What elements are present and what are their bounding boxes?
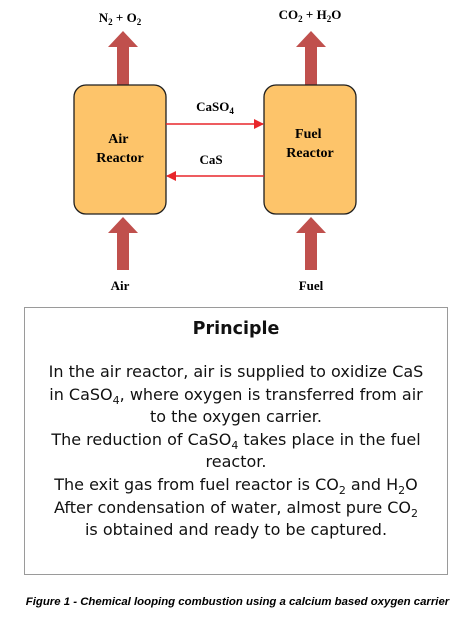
fuel-reactor-exhaust-arrow <box>296 31 326 85</box>
air-reactor-exhaust-arrow <box>108 31 138 85</box>
principle-line-3: to the oxygen carrier. <box>150 407 322 427</box>
principle-line-5: reactor. <box>205 452 267 472</box>
air-input-arrow <box>108 217 138 270</box>
caso4-flow-label: CaSO4 <box>196 99 234 116</box>
principle-line-2: in CaSO4, where oxygen is transferred fr… <box>49 384 423 407</box>
fuel-input-arrow <box>296 217 326 270</box>
principle-line-8: is obtained and ready to be captured. <box>84 520 388 540</box>
principle-box: Principle In the air reactor, air is sup… <box>24 307 448 575</box>
air-reactor-output-label: N2 + O2 <box>99 10 142 27</box>
fuel-reactor-output-label: CO2 + H2O <box>279 7 342 24</box>
principle-line-6: The exit gas from fuel reactor is CO2 an… <box>54 474 418 497</box>
principle-line-4: The reduction of CaSO4 takes place in th… <box>51 429 421 452</box>
fuel-reactor-label: Fuel Reactor <box>286 127 333 161</box>
air-reactor-box <box>73 84 167 215</box>
principle-line-7: After condensation of water, almost pure… <box>53 497 419 520</box>
figure-caption: Figure 1 - Chemical looping combustion u… <box>25 596 450 608</box>
cas-flow-label: CaS <box>199 152 222 167</box>
fuel-reactor-box <box>263 84 357 215</box>
air-reactor-label: Air Reactor <box>96 132 143 166</box>
looping-diagram: Air Reactor Fuel Reactor N2 + O2 CO2 + H… <box>73 7 357 293</box>
principle-title: Principle <box>192 319 280 339</box>
air-input-label: Air <box>111 278 130 293</box>
principle-text: In the air reactor, air is supplied to o… <box>25 361 447 542</box>
fuel-input-label: Fuel <box>299 278 324 293</box>
principle-line-1: In the air reactor, air is supplied to o… <box>48 362 424 381</box>
